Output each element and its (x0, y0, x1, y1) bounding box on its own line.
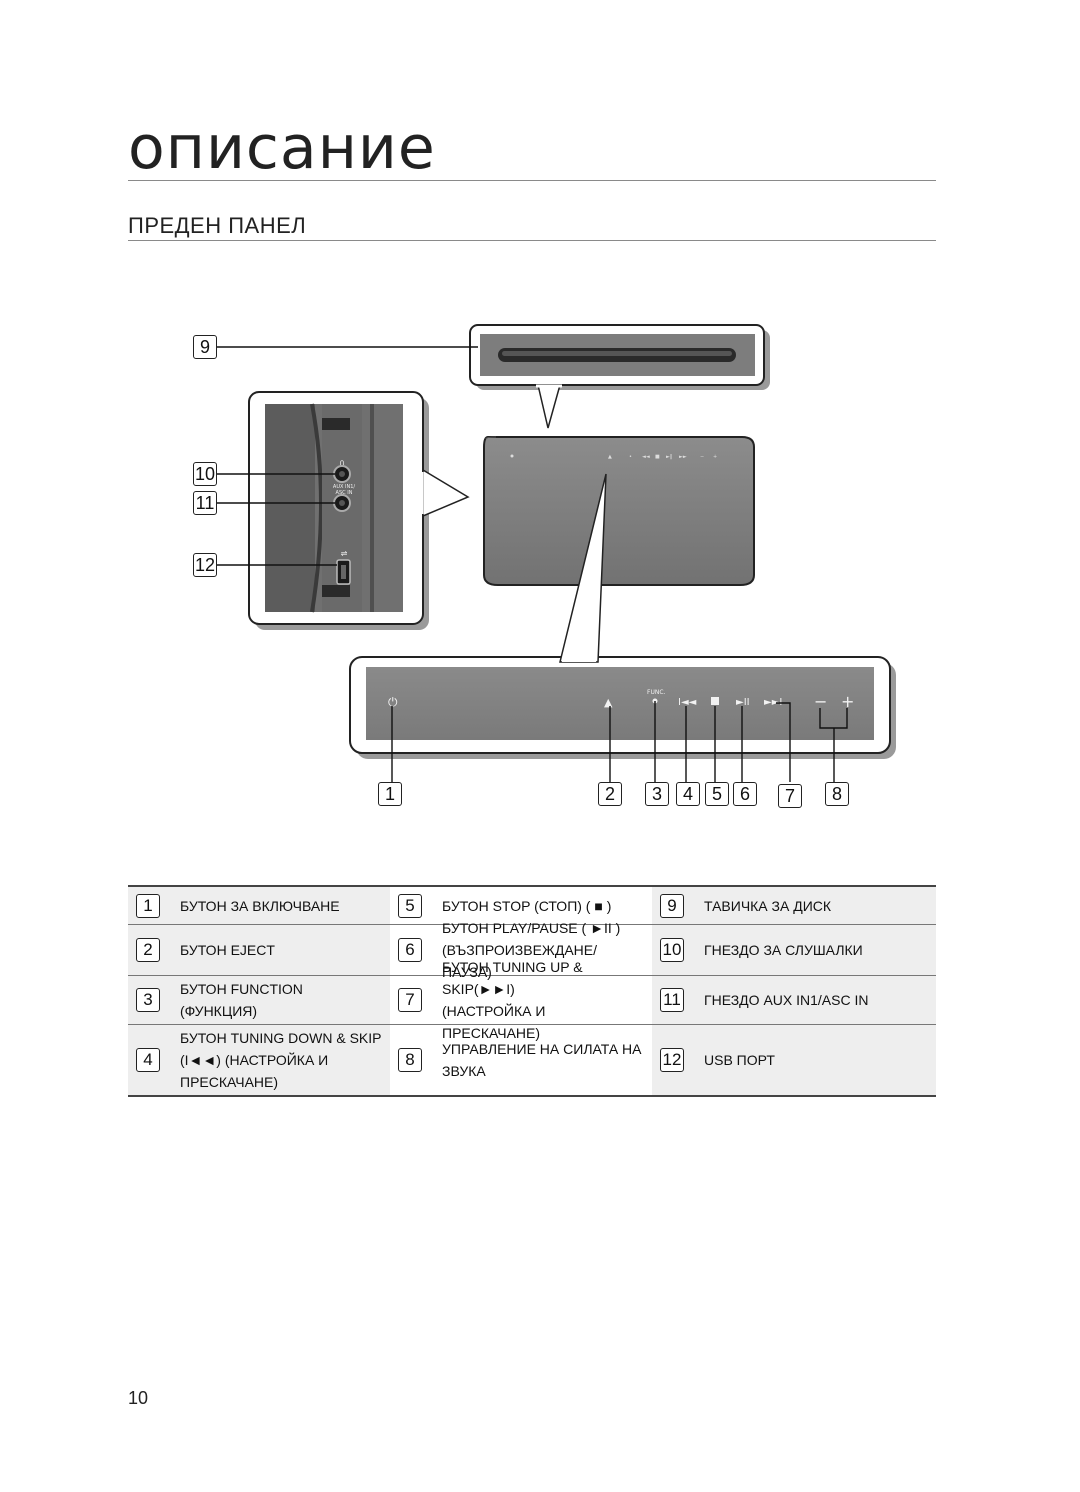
play-pause-icon: ►II (736, 697, 750, 708)
power-icon: ⏻ (388, 695, 398, 709)
legend-item: 2 БУТОН EJECT (128, 925, 390, 975)
svg-text:►‖: ►‖ (666, 454, 672, 460)
legend-item: 12 USB ПОРТ (652, 1025, 936, 1095)
legend-number: 3 (136, 988, 160, 1012)
legend-number: 2 (136, 938, 160, 962)
svg-text:•: • (629, 454, 632, 460)
svg-text:+: + (713, 454, 717, 460)
legend-item: 5 БУТОН STOP (СТОП) ( ■ ) (390, 887, 652, 924)
legend-item: 11 ГНЕЗДО AUX IN1/ASC IN (652, 976, 936, 1024)
table-row: 3 БУТОН FUNCTION (ФУНКЦИЯ) 7 БУТОН TUNIN… (128, 959, 936, 1041)
svg-text:►►: ►► (679, 454, 687, 460)
legend-item: 8 УПРАВЛЕНИЕ НА СИЛАТА НА ЗВУКА (390, 1025, 652, 1095)
legend-item: 10 ГНЕЗДО ЗА СЛУШАЛКИ (652, 925, 936, 975)
legend-text: БУТОН FUNCTION (ФУНКЦИЯ) (180, 981, 303, 1019)
svg-text:AUX IN1/: AUX IN1/ (333, 484, 355, 490)
legend-item: 9 ТАВИЧКА ЗА ДИСК (652, 887, 936, 924)
volume-down-icon: − (814, 692, 827, 711)
callout-2: 2 (598, 782, 622, 806)
legend-text: БУТОН TUNING UP & SKIP(►►I) (НАСТРОЙКА И… (442, 959, 583, 1041)
title-divider (128, 180, 936, 181)
callout-7: 7 (778, 784, 802, 808)
callout-10: 10 (193, 462, 217, 486)
legend-number: 4 (136, 1048, 160, 1072)
legend-number: 12 (660, 1048, 684, 1072)
callout-1: 1 (378, 782, 402, 806)
disc-tray-zoom (469, 324, 770, 429)
legend-number: 9 (660, 893, 684, 918)
callout-12: 12 (193, 553, 217, 577)
legend-number: 1 (136, 893, 160, 918)
volume-up-icon: + (841, 692, 854, 711)
skip-forward-icon: ►►I (764, 697, 782, 708)
legend-text: БУТОН EJECT (180, 942, 275, 958)
legend-table: 1 БУТОН ЗА ВКЛЮЧВАНЕ 5 БУТОН STOP (СТОП)… (128, 885, 936, 1097)
skip-back-icon: I◄◄ (678, 697, 697, 708)
legend-text: БУТОН STOP (СТОП) ( ■ ) (442, 897, 612, 914)
section-divider (128, 240, 936, 241)
eject-icon: ▲ (604, 696, 613, 709)
svg-text:⇌: ⇌ (341, 549, 348, 558)
main-device: ▲ • ◄◄ ■ ►‖ ►► − + (483, 436, 755, 586)
svg-text:−: − (700, 454, 704, 460)
svg-text:ASC IN: ASC IN (336, 490, 353, 496)
legend-item: 3 БУТОН FUNCTION (ФУНКЦИЯ) (128, 976, 390, 1024)
table-row: 4 БУТОН TUNING DOWN & SKIP (I◄◄) (НАСТРО… (128, 1025, 936, 1095)
legend-text: БУТОН PLAY/PAUSE ( ►II ) (ВЪЗПРОИЗВЕЖДАН… (442, 920, 621, 980)
legend-item: 6 БУТОН PLAY/PAUSE ( ►II ) (ВЪЗПРОИЗВЕЖД… (390, 920, 652, 980)
legend-number: 11 (660, 988, 684, 1012)
front-panel-diagram: ∩ AUX IN1/ ASC IN ⇌ ▲ • ◄◄ ■ ►‖ ►► − + (216, 324, 896, 782)
svg-text:◄◄: ◄◄ (642, 454, 650, 460)
svg-text:■: ■ (655, 454, 660, 460)
legend-text: ГНЕЗДО ЗА СЛУШАЛКИ (704, 942, 863, 958)
legend-text: USB ПОРТ (704, 1052, 775, 1068)
callout-3: 3 (645, 782, 669, 806)
stop-icon (711, 697, 719, 705)
callout-9: 9 (193, 335, 217, 359)
func-label: FUNC. (647, 689, 666, 696)
legend-item: 4 БУТОН TUNING DOWN & SKIP (I◄◄) (НАСТРО… (128, 1025, 390, 1095)
legend-text: ГНЕЗДО AUX IN1/ASC IN (704, 992, 869, 1008)
callout-4: 4 (676, 782, 700, 806)
callout-5: 5 (705, 782, 729, 806)
page-title: описание (128, 113, 436, 183)
legend-text: ТАВИЧКА ЗА ДИСК (704, 897, 832, 914)
section-title: ПРЕДЕН ПАНЕЛ (128, 213, 307, 238)
legend-number: 5 (398, 893, 422, 918)
table-row: 1 БУТОН ЗА ВКЛЮЧВАНЕ 5 БУТОН STOP (СТОП)… (128, 887, 936, 925)
svg-text:▲: ▲ (608, 454, 612, 460)
legend-item: 7 БУТОН TUNING UP & SKIP(►►I) (НАСТРОЙКА… (390, 959, 652, 1041)
callout-11: 11 (193, 491, 217, 515)
legend-number: 6 (398, 938, 422, 962)
front-panel-zoom: ⏻ ▲ FUNC. I◄◄ ►II ►►I − + (349, 473, 896, 759)
callout-8: 8 (825, 782, 849, 806)
callout-6: 6 (733, 782, 757, 806)
legend-number: 10 (660, 938, 684, 962)
legend-text: УПРАВЛЕНИЕ НА СИЛАТА НА ЗВУКА (442, 1041, 642, 1079)
legend-number: 7 (398, 988, 422, 1012)
table-row: 2 БУТОН EJECT 6 БУТОН PLAY/PAUSE ( ►II )… (128, 920, 936, 980)
page-number: 10 (128, 1388, 149, 1408)
legend-text: БУТОН TUNING DOWN & SKIP (I◄◄) (НАСТРОЙК… (180, 1030, 382, 1090)
side-jacks-zoom: ∩ AUX IN1/ ASC IN ⇌ (248, 391, 470, 630)
legend-item: 1 БУТОН ЗА ВКЛЮЧВАНЕ (128, 887, 390, 924)
legend-number: 8 (398, 1048, 422, 1072)
legend-text: БУТОН ЗА ВКЛЮЧВАНЕ (180, 897, 340, 914)
svg-text:∩: ∩ (339, 458, 345, 467)
